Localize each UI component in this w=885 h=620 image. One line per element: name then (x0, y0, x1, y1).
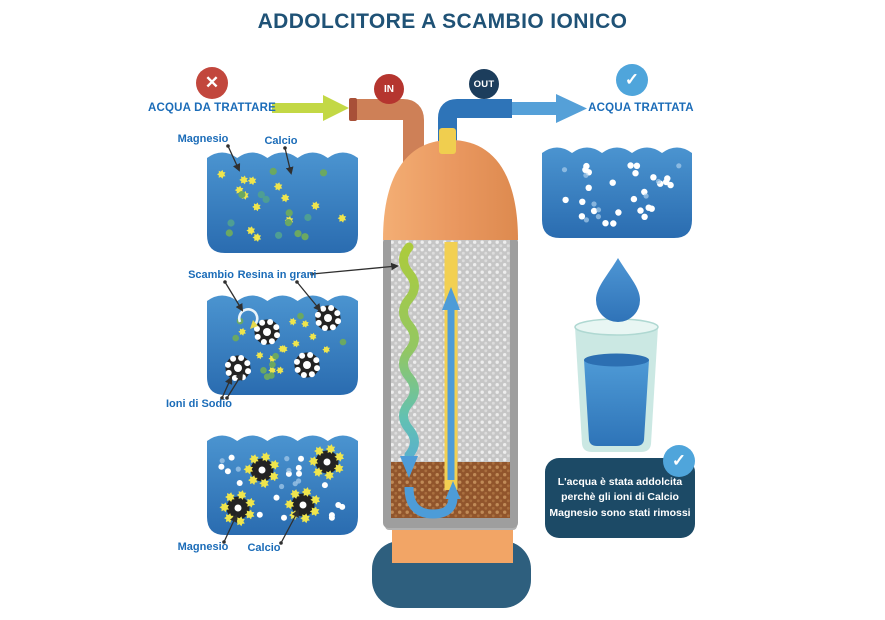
water-glass (574, 318, 659, 452)
out-badge: OUT (469, 69, 499, 99)
x-icon: ✕ (196, 67, 228, 99)
result-check-icon: ✓ (663, 445, 695, 477)
saturated-resin-tank (207, 435, 359, 535)
result-text-line: L'acqua è stata addolcita (557, 476, 683, 489)
treated-water-label: ACQUA TRATTATA (588, 102, 694, 114)
page-title: ADDOLCITORE A SCAMBIO IONICO (257, 10, 628, 33)
leader-lines (220, 144, 399, 545)
water-droplet-icon (596, 258, 640, 322)
label-calcio-top: Calcio (264, 135, 298, 147)
label-magnesio-bottom: Magnesio (177, 541, 229, 553)
resin-exchange-tank (207, 295, 359, 395)
untreated-water-tank (207, 152, 359, 253)
inlet-outlet-pipes (349, 98, 512, 170)
label-magnesio-top: Magnesio (177, 133, 229, 145)
in-badge: IN (374, 74, 404, 104)
flow-arrows (272, 94, 587, 123)
label-calcio-bottom: Calcio (247, 542, 281, 554)
result-text-line: perchè gli ioni di Calcio (561, 491, 679, 504)
label-ioni-di-sodio: Ioni di Sodio (166, 398, 232, 410)
label-scambio: Scambio (188, 269, 234, 281)
untreated-water-label: ACQUA DA TRATTARE (148, 102, 276, 114)
check-icon: ✓ (616, 64, 648, 96)
treated-water-tank (542, 147, 692, 238)
label-resina-in-grani: Resina in grani (237, 269, 317, 281)
internal-flow-tubes (399, 242, 461, 519)
result-text-line: Magnesio sono stati rimossi (549, 506, 691, 519)
